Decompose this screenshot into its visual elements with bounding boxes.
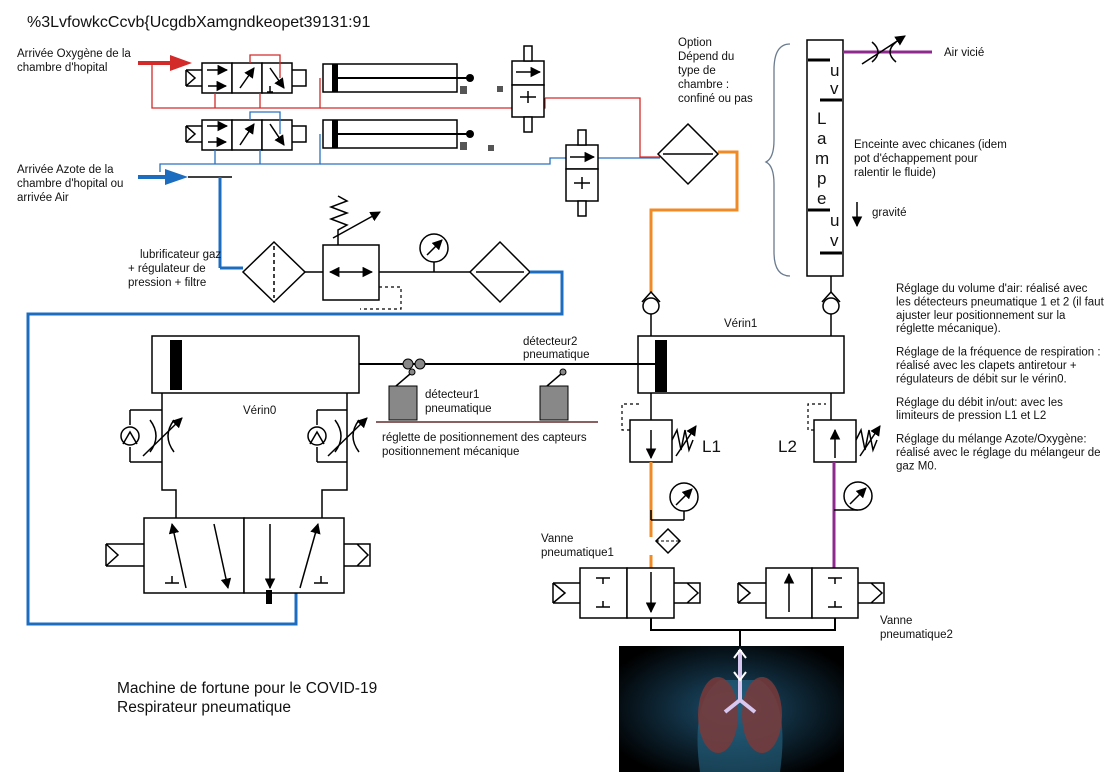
air-vicie-label: Air vicié bbox=[944, 47, 984, 59]
azote-label-3: arrivée Air bbox=[17, 192, 69, 204]
flow-regulator-right bbox=[307, 393, 368, 520]
svg-text:chambre :: chambre : bbox=[678, 79, 729, 91]
reglette-label-2: positionnement mécanique bbox=[382, 446, 519, 458]
svg-text:pneumatique1: pneumatique1 bbox=[541, 547, 614, 559]
caption-line-2: Respirateur pneumatique bbox=[117, 699, 291, 716]
azote-pilot-valve bbox=[565, 129, 599, 217]
reglette-label-1: réglette de positionnement des capteurs bbox=[382, 432, 587, 444]
azote-label-2: chambre d'hopital ou bbox=[17, 178, 123, 190]
note-line: réalisé avec les clapets antiretour + bbox=[896, 360, 1077, 372]
note-line: réalisé avec le réglage du mélangeur de bbox=[896, 447, 1101, 459]
pneumatic-valve-2: Vanne pneumatique2 bbox=[737, 567, 953, 641]
gravity-label: gravité bbox=[872, 207, 907, 219]
pressure-limiter-L1: L1 bbox=[621, 393, 721, 463]
azote-cylinder bbox=[322, 119, 494, 151]
option-note: Option Dépend du type de chambre : confi… bbox=[678, 37, 753, 105]
oxygen-pilot-valve bbox=[511, 45, 545, 133]
note-line: limiteurs de pression L1 et L2 bbox=[896, 410, 1046, 422]
lubricator-regulator-filter: lubrificateur gaz + régulateur de pressi… bbox=[128, 195, 532, 310]
note-line: ajuster leur positionnement sur la bbox=[896, 310, 1066, 322]
pressure-limiter-L2: L2 bbox=[778, 393, 881, 463]
verin0-label: Vérin0 bbox=[243, 405, 276, 417]
caption-line-1: Machine de fortune pour le COVID-19 bbox=[117, 680, 377, 697]
check-valve-left bbox=[641, 290, 661, 336]
svg-text:u: u bbox=[830, 61, 839, 80]
flow-regulator-left bbox=[120, 393, 183, 520]
azote-valve-5-2 bbox=[185, 119, 307, 151]
enceinte-label-2: pot d'échappement pour bbox=[854, 153, 978, 165]
svg-text:v: v bbox=[830, 79, 839, 98]
svg-text:v: v bbox=[830, 231, 839, 250]
svg-text:a: a bbox=[817, 129, 827, 148]
note-line: Réglage de la fréquence de respiration : bbox=[896, 347, 1101, 359]
note-line: réglette mécanique). bbox=[896, 323, 1001, 335]
svg-text:p: p bbox=[817, 169, 826, 188]
gas-mixer-filter bbox=[656, 122, 720, 186]
notes-block: Réglage du volume d'air: réalisé avecles… bbox=[896, 283, 1105, 472]
verin0-distributor bbox=[105, 517, 371, 604]
pneumatic-detector-1: détecteur1 pneumatique bbox=[388, 368, 492, 421]
note-line: les détecteurs pneumatique 1 et 2 (il fa… bbox=[896, 296, 1105, 308]
svg-text:Vanne: Vanne bbox=[541, 533, 573, 545]
azote-label-1: Arrivée Azote de la bbox=[17, 164, 114, 176]
lungs-image bbox=[619, 646, 844, 772]
lubri-label-2: + régulateur de bbox=[128, 263, 206, 275]
note-line: gaz M0. bbox=[896, 460, 937, 472]
L1-label: L1 bbox=[702, 437, 721, 456]
note-line: Réglage du débit in/out: avec les bbox=[896, 397, 1063, 409]
pneumatic-detector-2 bbox=[539, 368, 569, 421]
enceinte-label-1: Enceinte avec chicanes (idem bbox=[854, 139, 1007, 151]
svg-text:e: e bbox=[817, 189, 826, 208]
verin0-cylinder: Vérin0 bbox=[151, 335, 360, 417]
lubri-label-1: lubrificateur gaz bbox=[140, 249, 221, 261]
check-valve-right bbox=[821, 276, 841, 336]
svg-text:Option: Option bbox=[678, 37, 712, 49]
det2-label-2: pneumatique bbox=[523, 349, 590, 361]
oxygen-label-2: chambre d'hopital bbox=[17, 62, 107, 74]
azote-inlet: Arrivée Azote de la chambre d'hopital ou… bbox=[17, 164, 243, 270]
svg-text:L: L bbox=[817, 109, 826, 128]
note-line: régulateurs de débit sur le vérin0. bbox=[896, 373, 1067, 385]
pneumatic-valve-1: Vanne pneumatique1 bbox=[541, 533, 701, 619]
verin1-label: Vérin1 bbox=[724, 318, 757, 330]
svg-text:Dépend du: Dépend du bbox=[678, 51, 734, 63]
svg-text:détecteur1: détecteur1 bbox=[425, 389, 479, 401]
svg-text:m: m bbox=[815, 149, 829, 168]
oxygen-cylinder bbox=[322, 63, 503, 94]
oxygen-inlet: Arrivée Oxygène de la chambre d'hopital bbox=[17, 48, 192, 74]
svg-text:pneumatique2: pneumatique2 bbox=[880, 629, 953, 641]
oxygen-valve-5-2 bbox=[185, 62, 307, 94]
svg-text:confiné ou pas: confiné ou pas bbox=[678, 93, 753, 105]
note-line: Réglage du volume d'air: réalisé avec bbox=[896, 283, 1088, 295]
diagram-code-title: %3LvfowkcCcvb{UcgdbXamgndkeopet39131:91 bbox=[27, 14, 370, 31]
svg-text:Vanne: Vanne bbox=[880, 615, 912, 627]
verin1-cylinder: Vérin1 bbox=[637, 318, 845, 394]
det2-label-1: détecteur2 bbox=[523, 336, 577, 348]
enclosure-uv-lamp: u v L a m p e u v Air vicié Enceinte ave… bbox=[764, 35, 1007, 277]
L2-label: L2 bbox=[778, 437, 797, 456]
enceinte-label-3: ralentir le fluide) bbox=[854, 167, 936, 179]
svg-text:pneumatique: pneumatique bbox=[425, 403, 492, 415]
oxygen-label-1: Arrivée Oxygène de la bbox=[17, 48, 131, 60]
lubri-label-3: pression + filtre bbox=[128, 277, 206, 289]
note-line: Réglage du mélange Azote/Oxygène: bbox=[896, 434, 1087, 446]
svg-text:type de: type de bbox=[678, 65, 716, 77]
svg-text:u: u bbox=[830, 211, 839, 230]
